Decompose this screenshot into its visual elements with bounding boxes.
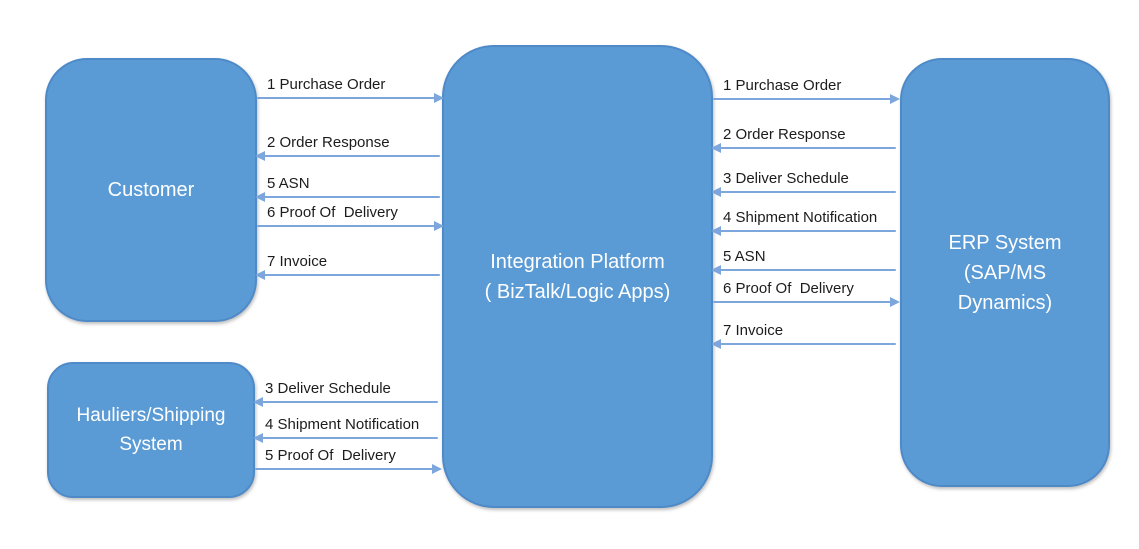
arrow-line <box>713 230 896 232</box>
arrow-line <box>257 97 440 99</box>
arrowhead-icon <box>255 192 265 202</box>
connection-label: 6 Proof Of Delivery <box>723 280 854 297</box>
connection-invoice-right: 7 Invoice <box>711 320 898 349</box>
node-erp-system: ERP System (SAP/MS Dynamics) <box>900 58 1110 487</box>
connection-purchase-order-right: 1 Purchase Order <box>713 75 900 104</box>
arrow-line <box>255 401 438 403</box>
connection-deliver-schedule-bottom: 3 Deliver Schedule <box>253 378 440 407</box>
arrowhead-icon <box>253 433 263 443</box>
connection-label: 1 Purchase Order <box>267 76 386 93</box>
arrow-line <box>713 98 896 100</box>
connection-deliver-schedule-right: 3 Deliver Schedule <box>711 168 898 197</box>
connection-label: 7 Invoice <box>267 253 328 270</box>
connection-label: 3 Deliver Schedule <box>265 380 391 397</box>
arrow-line <box>713 269 896 271</box>
arrowhead-icon <box>432 464 442 474</box>
connection-label: 5 Proof Of Delivery <box>265 447 396 464</box>
connection-purchase-order-left: 1 Purchase Order <box>257 74 444 103</box>
arrow-line <box>257 196 440 198</box>
node-integration-label-line2: ( BizTalk/Logic Apps) <box>484 280 671 303</box>
connection-label: 2 Order Response <box>267 134 390 151</box>
arrowhead-icon <box>890 297 900 307</box>
connection-label: 6 Proof Of Delivery <box>267 204 398 221</box>
arrowhead-icon <box>253 397 263 407</box>
connection-label: 4 Shipment Notification <box>265 416 420 433</box>
node-hauliers-shipping-system: Hauliers/Shipping System <box>47 362 255 498</box>
connection-asn-left: 5 ASN <box>255 173 442 202</box>
node-erp-label-line1: ERP System <box>948 231 1062 254</box>
arrowhead-icon <box>434 221 444 231</box>
connection-proof-of-delivery-left: 6 Proof Of Delivery <box>257 202 444 231</box>
arrowhead-icon <box>711 226 721 236</box>
arrow-line <box>713 301 896 303</box>
node-erp-label-line3: Dynamics) <box>957 291 1053 314</box>
connection-proof-of-delivery-right: 6 Proof Of Delivery <box>713 278 900 307</box>
node-erp-label-line2: (SAP/MS <box>963 261 1047 284</box>
arrow-line <box>255 437 438 439</box>
node-hauliers-label-line2: System <box>119 434 183 455</box>
arrow-line <box>257 274 440 276</box>
connection-proof-of-delivery-bottom: 5 Proof Of Delivery <box>255 445 442 474</box>
connection-invoice-left: 7 Invoice <box>255 251 442 280</box>
arrowhead-icon <box>890 94 900 104</box>
connection-order-response-left: 2 Order Response <box>255 132 442 161</box>
connection-shipment-notification-bottom: 4 Shipment Notification <box>253 414 440 443</box>
node-customer: Customer <box>45 58 257 322</box>
connection-label: 5 ASN <box>267 175 310 192</box>
connection-label: 7 Invoice <box>723 322 784 339</box>
arrow-line <box>255 468 438 470</box>
node-integration-label-line1: Integration Platform <box>490 250 665 273</box>
connection-label: 4 Shipment Notification <box>723 209 878 226</box>
node-hauliers-label-line1: Hauliers/Shipping <box>76 404 226 426</box>
arrow-line <box>713 343 896 345</box>
arrow-line <box>713 191 896 193</box>
arrowhead-icon <box>711 339 721 349</box>
connection-label: 2 Order Response <box>723 126 846 143</box>
arrowhead-icon <box>255 151 265 161</box>
node-integration-platform: Integration Platform ( BizTalk/Logic App… <box>442 45 713 508</box>
connection-label: 5 ASN <box>723 248 766 265</box>
arrow-line <box>713 147 896 149</box>
connection-shipment-notification-right: 4 Shipment Notification <box>711 207 898 236</box>
connection-order-response-right: 2 Order Response <box>711 124 898 153</box>
arrowhead-icon <box>711 265 721 275</box>
connection-label: 1 Purchase Order <box>723 77 842 94</box>
arrow-line <box>257 225 440 227</box>
connection-label: 3 Deliver Schedule <box>723 170 849 187</box>
node-customer-label: Customer <box>107 179 195 201</box>
arrowhead-icon <box>434 93 444 103</box>
arrowhead-icon <box>711 187 721 197</box>
arrow-line <box>257 155 440 157</box>
arrowhead-icon <box>711 143 721 153</box>
arrowhead-icon <box>255 270 265 280</box>
connection-asn-right: 5 ASN <box>711 246 898 275</box>
